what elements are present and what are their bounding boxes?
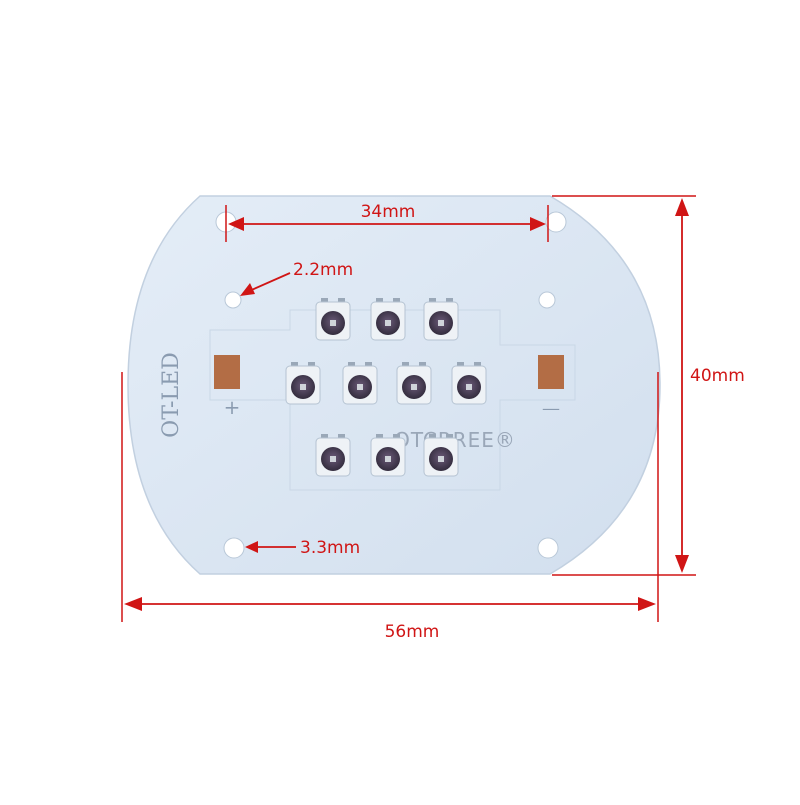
small-hole-label: 2.2mm	[293, 260, 353, 280]
led-die	[330, 320, 336, 326]
led-chip	[315, 298, 351, 341]
dimension-small-hole: 2.2mm	[240, 260, 353, 296]
led-lead	[338, 298, 345, 303]
positive-label: +	[224, 395, 241, 419]
led-die	[330, 456, 336, 462]
mounting-hole-top-right	[545, 211, 567, 233]
negative-pad	[538, 355, 564, 389]
led-lead	[446, 298, 453, 303]
positive-pad	[214, 355, 240, 389]
mounting-hole-small-right	[538, 291, 556, 309]
led-chip	[370, 298, 406, 341]
led-die	[466, 384, 472, 390]
led-chip	[423, 434, 459, 477]
dimension-height: 40mm	[552, 195, 745, 576]
pcb-board	[127, 195, 661, 575]
led-chip	[396, 362, 432, 405]
width-arrowhead-right	[638, 597, 656, 611]
led-lead	[393, 298, 400, 303]
dimension-hole-spacing: 34mm	[225, 202, 549, 242]
dimension-large-hole: 3.3mm	[245, 538, 360, 558]
arrowhead-left	[228, 217, 244, 231]
led-die	[357, 384, 363, 390]
led-lead	[291, 362, 298, 367]
led-chip	[342, 362, 378, 405]
led-chip	[451, 362, 487, 405]
width-arrowhead-left	[124, 597, 142, 611]
led-lead	[429, 434, 436, 439]
mounting-hole-small-left	[224, 291, 242, 309]
led-lead	[419, 362, 426, 367]
led-lead	[402, 362, 409, 367]
silkscreen-label: OT-LED	[159, 352, 184, 438]
led-lead	[338, 434, 345, 439]
mounting-hole-bottom-left	[223, 537, 245, 559]
led-lead	[474, 362, 481, 367]
led-lead	[321, 298, 328, 303]
width-label: 56mm	[385, 622, 440, 642]
small-hole-arrowhead	[240, 283, 255, 296]
hole-spacing-label: 34mm	[361, 202, 416, 222]
large-hole-arrowhead	[245, 541, 258, 553]
arrowhead-right	[530, 217, 546, 231]
led-lead	[365, 362, 372, 367]
led-lead	[457, 362, 464, 367]
led-die	[438, 456, 444, 462]
led-die	[300, 384, 306, 390]
large-hole-label: 3.3mm	[300, 538, 360, 558]
dimension-width: 56mm	[121, 372, 659, 642]
negative-label: —	[542, 398, 560, 419]
led-lead	[308, 362, 315, 367]
led-chip	[315, 434, 351, 477]
mounting-hole-bottom-right	[537, 537, 559, 559]
led-lead	[321, 434, 328, 439]
led-die	[438, 320, 444, 326]
led-lead	[393, 434, 400, 439]
led-lead	[446, 434, 453, 439]
led-die	[411, 384, 417, 390]
height-arrowhead-top	[675, 198, 689, 216]
led-die	[385, 456, 391, 462]
led-array	[285, 298, 487, 477]
led-lead	[376, 434, 383, 439]
led-chip	[285, 362, 321, 405]
small-hole-leader	[246, 272, 291, 293]
height-arrowhead-bottom	[675, 555, 689, 573]
led-chip	[370, 434, 406, 477]
led-lead	[429, 298, 436, 303]
led-lead	[376, 298, 383, 303]
height-label: 40mm	[690, 366, 745, 386]
led-die	[385, 320, 391, 326]
led-chip	[423, 298, 459, 341]
led-lead	[348, 362, 355, 367]
